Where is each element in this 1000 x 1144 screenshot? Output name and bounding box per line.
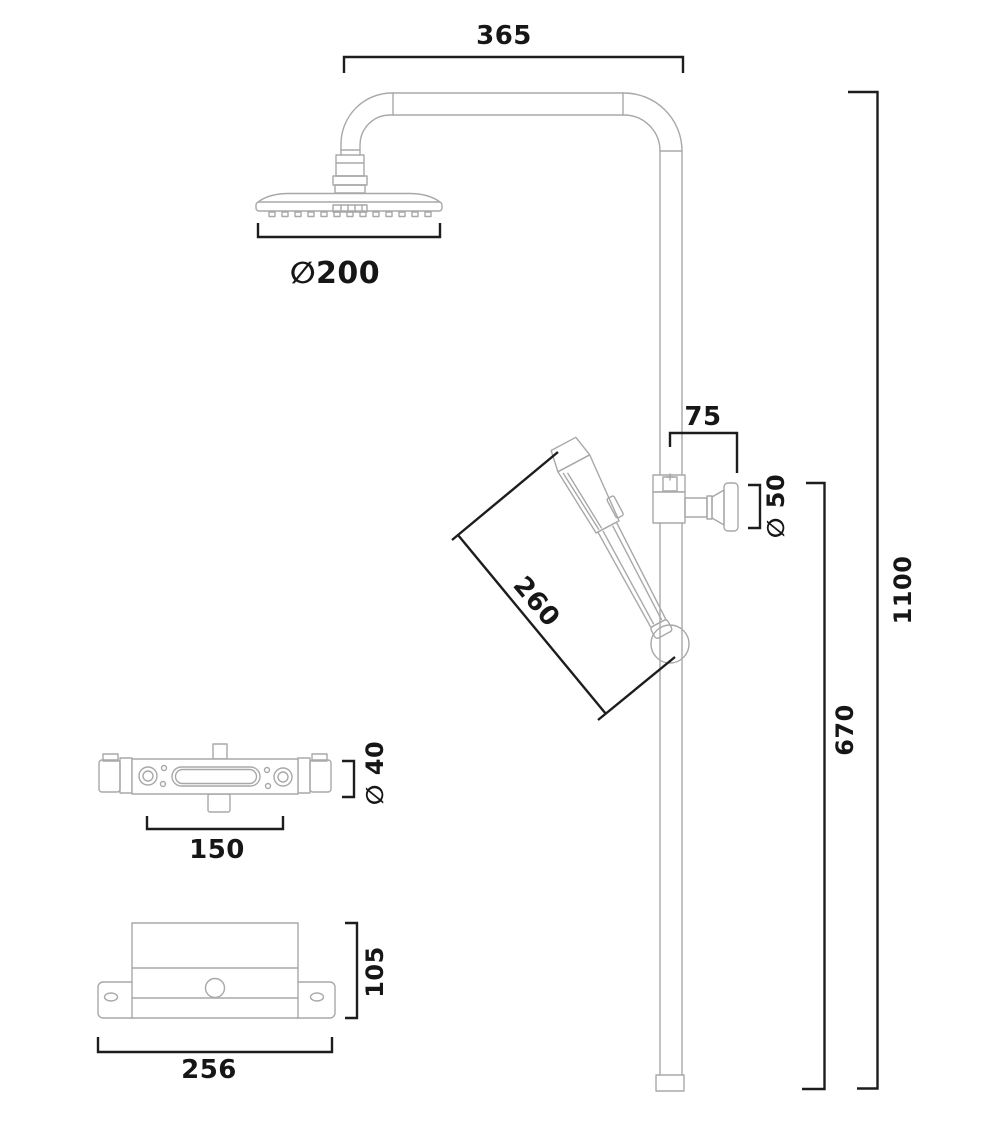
bracket-right-ear-hole (309, 992, 325, 1002)
valve-left-cap (98, 759, 121, 793)
head-center-hub (332, 204, 368, 213)
connector-nut (332, 175, 368, 186)
valve-right-cap-notch (311, 753, 328, 762)
valve-slot-inner (174, 768, 258, 785)
diverter-housing (652, 473, 686, 524)
valve-left-control-inner (142, 770, 154, 782)
dim-200-bracket (256, 223, 442, 239)
dim-150-bracket (145, 816, 285, 831)
dim-105-bracket (345, 921, 359, 1020)
dim-670-bracket (802, 481, 826, 1091)
dim-40-bracket (342, 759, 356, 799)
dim-label-total-height: 1100 (889, 556, 917, 625)
handset-head (557, 454, 620, 534)
slider-holder (650, 624, 690, 664)
dim-label-handset-length: 260 (507, 571, 566, 633)
dim-50-bracket (748, 483, 762, 530)
hand-shower (550, 436, 673, 639)
valve-screw-1 (160, 764, 168, 772)
knob-neck (684, 497, 708, 518)
valve-right-control-inner (277, 771, 289, 783)
dim-label-valve-diameter: ∅ 40 (361, 741, 389, 805)
bracket-plate (131, 922, 299, 1019)
product-outline (97, 92, 739, 1092)
knob-disc (723, 482, 739, 532)
bracket-left-ear-hole (103, 992, 119, 1002)
dim-label-head-diameter: ∅200 (290, 256, 380, 291)
dimension-lines (96, 55, 879, 1091)
dim-365-bracket (342, 55, 685, 73)
valve-screw-4 (264, 782, 272, 790)
bracket-front-view (97, 922, 336, 1019)
knob-ring (706, 495, 713, 520)
dim-label-diverter-offset: 75 (684, 402, 721, 432)
diverter-plus-mark (666, 473, 674, 481)
knob-cone (711, 489, 725, 526)
dim-256-bracket (96, 1037, 334, 1054)
dimension-labels: 365 ∅200 75 ∅ 50 260 1100 670 ∅ 40 150 1… (181, 21, 917, 1085)
valve-right-control-outer (273, 767, 293, 787)
rain-shower-head (255, 192, 443, 218)
valve-left-segment (119, 757, 133, 794)
dim-label-knob-diameter: ∅ 50 (762, 474, 790, 538)
head-dome (257, 192, 441, 203)
handset-handle-lines (602, 525, 663, 625)
dim-75-bracket (668, 431, 739, 473)
valve-right-segment (297, 757, 311, 794)
diverter-body (652, 491, 686, 524)
diverter-knob (684, 482, 739, 532)
bracket-center-hole (204, 977, 226, 999)
valve-left-control-outer (138, 766, 158, 786)
head-hub-ticks (340, 204, 363, 213)
head-rim (255, 201, 443, 212)
connector-collar (335, 154, 365, 177)
column-inner-contour (359, 114, 661, 1076)
column-outer-contour (340, 92, 683, 1076)
valve-bottom-stub (207, 793, 231, 813)
valve-top-stub (212, 743, 228, 760)
head-connector (332, 154, 368, 194)
valve-screw-2 (159, 780, 167, 788)
rail-end-cap (655, 1074, 685, 1092)
tube-weld-lines (340, 92, 683, 152)
handset-inlet-cap (650, 619, 673, 639)
dim-label-bracket-width: 256 (181, 1055, 237, 1085)
valve-slot-outer (171, 766, 261, 787)
dim-label-lower-rail-height: 670 (831, 704, 859, 756)
valve-right-cap (309, 759, 332, 793)
dim-label-valve-centres: 150 (189, 835, 245, 865)
handset-face-lines (562, 472, 603, 531)
connector-step (334, 184, 366, 194)
head-nozzles (268, 211, 432, 218)
valve-front-view (98, 743, 332, 813)
handset-hook-tab (606, 495, 624, 519)
valve-left-cap-notch (102, 753, 119, 762)
dim-260-lines (451, 451, 676, 721)
dim-label-bracket-height: 105 (361, 946, 389, 998)
dim-label-arm-length: 365 (476, 21, 532, 51)
dim-1100-bracket (848, 90, 879, 1090)
valve-screw-3 (263, 766, 271, 774)
